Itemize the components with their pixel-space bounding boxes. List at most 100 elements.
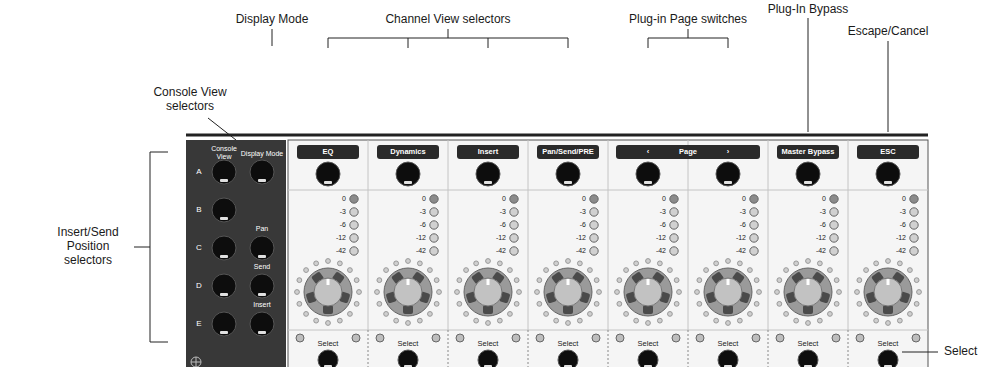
encoder-body xyxy=(384,268,432,316)
select-button xyxy=(638,350,658,367)
encoder-ring-led xyxy=(464,312,469,317)
callout-label: Select xyxy=(944,345,977,359)
button-label: Select xyxy=(638,340,659,349)
meter-scale: -12 xyxy=(496,234,506,242)
status-led xyxy=(376,334,384,342)
encoder-ring-led xyxy=(577,261,582,266)
bracket xyxy=(328,29,568,48)
meter-led xyxy=(830,208,838,216)
encoder-ring-led xyxy=(354,278,359,283)
meter-scale: -42 xyxy=(336,247,346,255)
panel-label: Display Mode xyxy=(241,150,283,158)
select-button xyxy=(398,350,418,367)
button-notch xyxy=(644,181,652,184)
encoder-ring-led xyxy=(304,268,309,273)
encoder-ring-led xyxy=(457,278,462,283)
encoder-ring-led xyxy=(594,278,599,283)
encoder-ring-led xyxy=(674,301,679,306)
rotary-encoder xyxy=(695,259,762,326)
encoder-ring-led xyxy=(455,290,460,295)
selector-button xyxy=(212,160,236,184)
tab-label: Dynamics xyxy=(390,148,425,156)
meter-led xyxy=(350,221,358,229)
meter-led xyxy=(590,208,598,216)
encoder-ring-led xyxy=(615,290,620,295)
button-notch xyxy=(404,181,412,184)
encoder-ring-led xyxy=(377,301,382,306)
meter-led xyxy=(510,234,518,242)
status-led xyxy=(616,334,624,342)
meter-led xyxy=(510,221,518,229)
status-led xyxy=(776,334,784,342)
encoder-ring-led xyxy=(394,318,399,323)
button-notch xyxy=(220,255,228,258)
status-led xyxy=(696,334,704,342)
meter-led xyxy=(750,247,758,255)
meter-scale: -3 xyxy=(420,208,426,216)
encoder-ring-led xyxy=(697,301,702,306)
encoder-cap xyxy=(714,278,742,306)
meter-scale: 0 xyxy=(742,195,746,203)
encoder-body xyxy=(704,268,752,316)
column-divider xyxy=(528,140,529,330)
rotary-encoder xyxy=(295,259,362,326)
encoder-ring-led xyxy=(714,318,719,323)
meter-led xyxy=(830,195,838,203)
meter-led xyxy=(510,208,518,216)
tab-label: Page xyxy=(679,148,697,156)
button-label: Select xyxy=(318,340,339,349)
status-led xyxy=(536,334,544,342)
meter-led xyxy=(350,247,358,255)
encoder-pointer xyxy=(407,279,410,285)
button-notch xyxy=(884,365,892,367)
screw-icon xyxy=(191,357,201,367)
encoder-ring-led xyxy=(817,261,822,266)
panel-top-rule xyxy=(186,134,928,137)
encoder-ring-led xyxy=(855,290,860,295)
column-divider xyxy=(368,140,369,330)
encoder-ring-led xyxy=(737,318,742,323)
encoder-ring-led xyxy=(597,290,602,295)
column-divider xyxy=(688,140,689,330)
encoder-ring-led xyxy=(577,318,582,323)
meter-scale: -3 xyxy=(740,208,746,216)
tab-label: › xyxy=(727,148,730,156)
encoder-ring-led xyxy=(657,261,662,266)
encoder-ring-led xyxy=(704,312,709,317)
encoder-ring-led xyxy=(834,301,839,306)
label-tab: ‹Page› xyxy=(616,145,760,159)
encoder-ring-led xyxy=(517,290,522,295)
encoder-ring-led xyxy=(406,321,411,326)
view-button xyxy=(396,162,420,186)
encoder-ring-led xyxy=(695,290,700,295)
encoder-ring-led xyxy=(624,268,629,273)
label-tab: ESC xyxy=(857,145,919,159)
meter-led xyxy=(430,208,438,216)
strip-panel xyxy=(288,140,928,367)
button-notch xyxy=(258,179,266,182)
encoder-ring-led xyxy=(634,318,639,323)
encoder-ring-led xyxy=(428,268,433,273)
meter-scale: -3 xyxy=(900,208,906,216)
label-tab: Master Bypass xyxy=(777,145,839,159)
panel-label: Send xyxy=(254,263,270,271)
console-view-panel: Console ViewDisplay ModeABCPanDSendEInse… xyxy=(186,140,286,367)
panel-label: C xyxy=(196,244,202,253)
meter-led xyxy=(910,195,918,203)
meter-led xyxy=(670,195,678,203)
column-divider xyxy=(768,330,769,367)
encoder-ring-led xyxy=(544,312,549,317)
encoder-body xyxy=(624,268,672,316)
meter-led xyxy=(430,234,438,242)
encoder-ring-led xyxy=(704,268,709,273)
button-label: Select xyxy=(478,340,499,349)
encoder-body xyxy=(304,268,352,316)
encoder-ring-led xyxy=(544,268,549,273)
meter-led xyxy=(830,247,838,255)
encoder-ring-led xyxy=(384,312,389,317)
encoder-ring-led xyxy=(908,312,913,317)
select-button xyxy=(798,350,818,367)
button-notch xyxy=(258,293,266,296)
encoder-ring-led xyxy=(297,301,302,306)
encoder-ring-led xyxy=(897,318,902,323)
